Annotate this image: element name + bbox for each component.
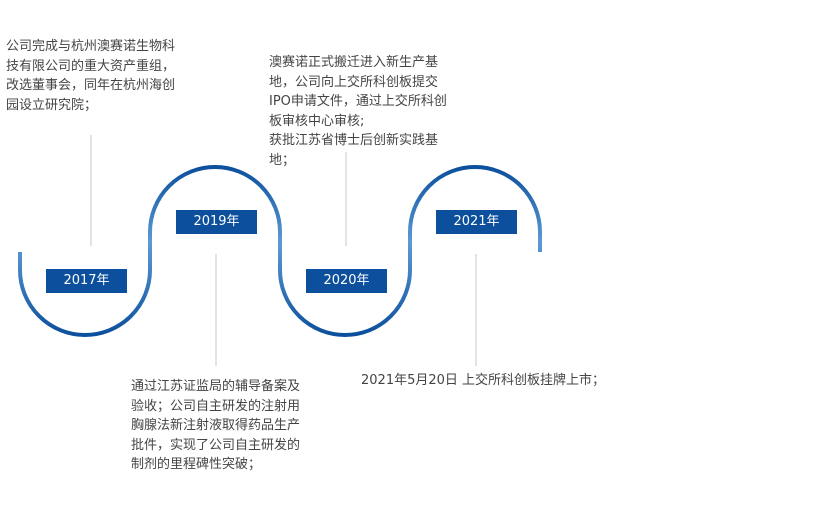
milestone-text-2019: 通过江苏证监局的辅导备案及验收；公司自主研发的注射用胸腺法新注射液取得药品生产批… [131,379,301,472]
year-badge-2020: 2020年 [306,269,387,293]
milestone-text-2021: 2021年5月20日 上交所科创板挂牌上市； [361,373,606,388]
milestone-text-2017: 公司完成与杭州澳赛诺生物科技有限公司的重大资产重组，改选董事会，同年在杭州海创园… [6,39,176,113]
milestone-text-2020: 澳赛诺正式搬迁进入新生产基地，公司向上交所科创板提交IPO申请文件，通过上交所科… [269,55,447,168]
year-badge-2021: 2021年 [436,210,517,234]
year-badge-2017: 2017年 [46,269,127,293]
year-badge-2019: 2019年 [176,210,257,234]
wave-path [18,165,542,337]
